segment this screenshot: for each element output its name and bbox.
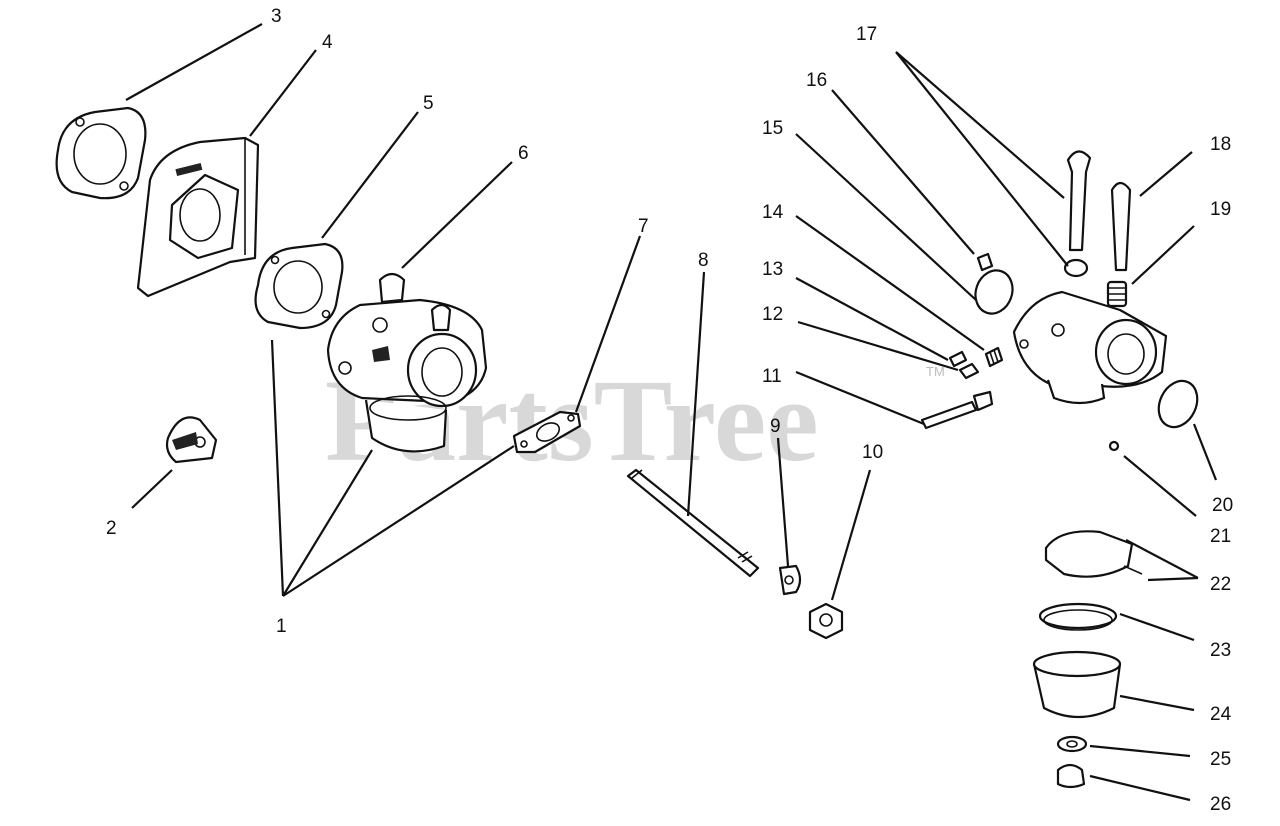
leader-18 — [1139, 151, 1193, 197]
part-3-gasket — [55, 106, 147, 200]
callout-3: 3 — [271, 6, 282, 27]
leader-1c — [282, 445, 515, 597]
leader-21 — [1123, 455, 1197, 517]
callout-16: 16 — [806, 70, 827, 91]
callout-15: 15 — [762, 118, 783, 139]
callout-25: 25 — [1210, 749, 1231, 770]
leader-17a — [895, 51, 1065, 199]
leader-23 — [1119, 612, 1195, 642]
callout-23: 23 — [1210, 640, 1231, 661]
callout-7: 7 — [638, 216, 649, 237]
leader-20 — [1192, 423, 1218, 481]
callout-8: 8 — [698, 250, 709, 271]
leader-6 — [401, 161, 513, 269]
leader-10 — [830, 469, 872, 601]
leader-17b — [895, 51, 1069, 267]
leader-19 — [1131, 225, 1195, 285]
callout-labels: 1 2 3 4 5 6 7 8 9 10 11 12 13 14 15 16 1… — [106, 6, 1233, 815]
part-9-clip — [778, 564, 802, 596]
part-7-gasket — [512, 410, 582, 454]
part-19-spring — [1106, 280, 1128, 308]
leader-22b — [1147, 576, 1199, 582]
part-17-pin — [1063, 150, 1092, 278]
part-12-screw — [958, 362, 980, 380]
leader-5 — [321, 111, 419, 239]
callout-24: 24 — [1210, 704, 1232, 725]
leader-1a — [270, 339, 285, 597]
part-10-nut — [808, 602, 844, 640]
leader-11 — [795, 370, 925, 426]
callout-11: 11 — [762, 366, 782, 387]
carburetor-body — [1012, 290, 1168, 405]
leader-24 — [1119, 694, 1195, 712]
callout-22: 22 — [1210, 574, 1231, 595]
part-23-oring — [1038, 602, 1118, 631]
leader-3 — [125, 23, 263, 101]
leader-12 — [797, 320, 959, 372]
callout-20: 20 — [1212, 495, 1233, 516]
callout-9: 9 — [770, 416, 781, 437]
part-5-gasket — [254, 242, 344, 330]
callout-1: 1 — [276, 616, 287, 637]
leader-16 — [831, 89, 975, 255]
leader-13 — [795, 277, 949, 361]
part-24-bowl — [1032, 650, 1122, 718]
leader-2 — [131, 469, 173, 509]
callout-17: 17 — [856, 24, 877, 45]
callout-18: 18 — [1210, 134, 1231, 155]
part-22-float — [1044, 530, 1143, 578]
part-8-stud — [626, 468, 760, 578]
part-26-nut — [1056, 763, 1086, 789]
part-11-needle — [920, 390, 994, 430]
part-18-pin — [1110, 181, 1132, 272]
leader-22a — [1125, 539, 1199, 579]
part-4-mounting-plate — [136, 136, 260, 298]
part-25-washer — [1056, 735, 1088, 753]
part-15-disc — [974, 269, 1014, 315]
leader-9 — [776, 437, 790, 567]
callout-6: 6 — [518, 143, 529, 164]
part-6-carburetor — [326, 272, 488, 453]
part-20-disc — [1157, 379, 1199, 429]
part-16-screw — [976, 252, 994, 272]
leader-lines — [125, 23, 1218, 802]
leader-7 — [574, 235, 642, 413]
leader-14 — [795, 215, 985, 351]
part-2-cap — [165, 416, 218, 464]
part-13-spring — [984, 346, 1004, 368]
leader-26 — [1089, 774, 1191, 802]
callout-2: 2 — [106, 518, 117, 539]
callout-21: 21 — [1210, 526, 1231, 547]
callout-26: 26 — [1210, 794, 1231, 815]
part-21-ball — [1108, 440, 1120, 452]
leader-4 — [249, 49, 317, 137]
callout-5: 5 — [423, 93, 434, 114]
callout-12: 12 — [762, 304, 783, 325]
callout-4: 4 — [322, 32, 333, 53]
callout-13: 13 — [762, 259, 783, 280]
callout-19: 19 — [1210, 199, 1231, 220]
leader-15 — [795, 133, 977, 301]
callout-10: 10 — [862, 442, 883, 463]
watermark-trademark: TM — [926, 364, 945, 379]
leader-1b — [282, 449, 373, 597]
callout-14: 14 — [762, 202, 784, 223]
part-14-screw — [948, 350, 968, 368]
leader-8 — [686, 271, 706, 517]
leader-25 — [1089, 744, 1191, 758]
